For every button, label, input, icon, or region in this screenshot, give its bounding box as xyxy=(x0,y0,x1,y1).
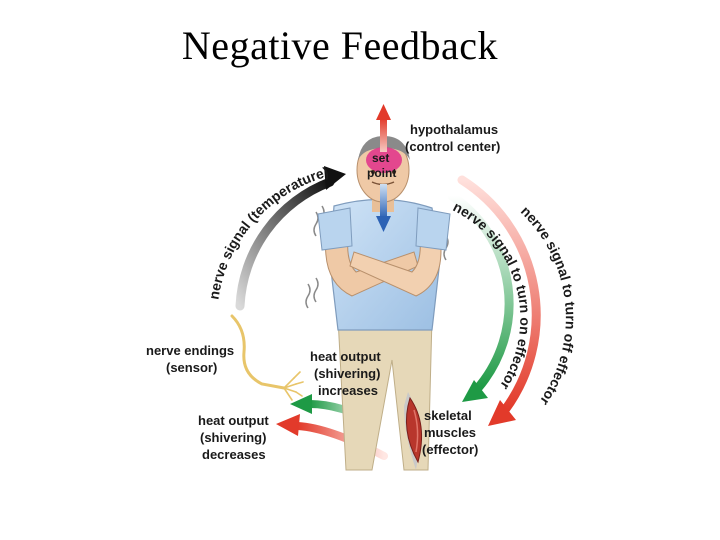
sensor-label-line2: (sensor) xyxy=(166,360,217,375)
slide-title: Negative Feedback xyxy=(181,23,499,68)
set-point-up-arrow xyxy=(376,104,391,152)
skeletal-muscle-icon xyxy=(404,392,423,470)
sensor-label-line1: nerve endings xyxy=(146,343,234,358)
arrow-to-control-center xyxy=(235,166,346,311)
nerve-signal-to-control-center-label: nerve signal (temperature) to control ce… xyxy=(0,0,330,301)
arrow-turn-off-effector xyxy=(457,175,541,426)
set-point-label-line1: set xyxy=(372,151,389,165)
nerve-ending-sensor-icon xyxy=(230,314,304,401)
heat-increases-line3: increases xyxy=(318,383,378,398)
heat-increases-line2: (shivering) xyxy=(314,366,380,381)
heat-decreases-line1: heat output xyxy=(198,413,269,428)
heat-decreases-line2: (shivering) xyxy=(200,430,266,445)
effector-label-line2: muscles xyxy=(424,425,476,440)
arrow-turn-on-effector xyxy=(447,191,514,402)
heat-decreases-line3: decreases xyxy=(202,447,266,462)
control-center-label: (control center) xyxy=(405,139,500,154)
heat-increases-line1: heat output xyxy=(310,349,381,364)
set-point-down-arrow xyxy=(376,184,391,232)
hypothalamus-label: hypothalamus xyxy=(410,122,498,137)
set-point-label-line2: point xyxy=(367,166,396,180)
effector-label-line3: (effector) xyxy=(422,442,478,457)
effector-label-line1: skeletal xyxy=(424,408,472,423)
